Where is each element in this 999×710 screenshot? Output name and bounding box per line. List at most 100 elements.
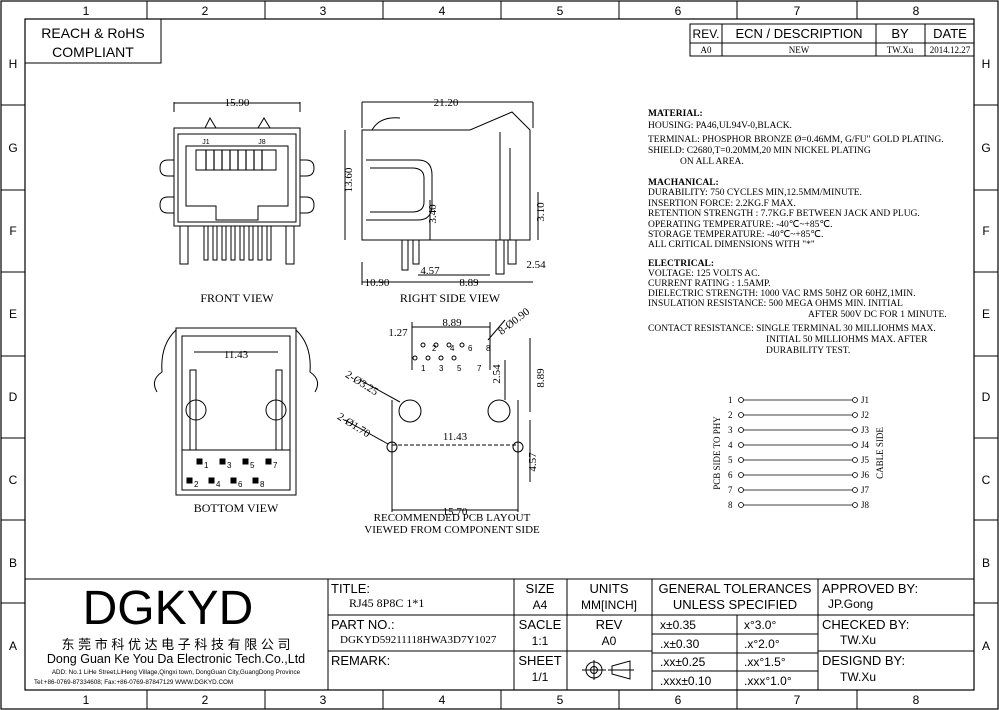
col-label: 5: [557, 693, 564, 707]
tol-linear: .xxx±0.10: [660, 674, 712, 688]
row-label: E: [9, 307, 17, 321]
pcb-offset-dim: 4.57: [527, 452, 539, 472]
front-view-label: FRONT VIEW: [200, 291, 274, 305]
pcb-label-1: RECOMMENDED PCB LAYOUT: [374, 512, 531, 524]
pcb-pitch-dim: 1.27: [388, 327, 408, 339]
units-label: UNITS: [590, 581, 629, 596]
ecn-header: ECN / DESCRIPTION: [735, 26, 862, 41]
size-label: SIZE: [526, 581, 555, 596]
pcb-height-dim: 8.89: [535, 368, 547, 388]
pcb-pin: 7: [477, 364, 482, 373]
elec-line: INSULATION RESISTANCE: 500 MEGA OHMS MIN…: [648, 299, 903, 309]
remark-label: REMARK:: [331, 653, 390, 668]
pcb-pin: 1: [421, 364, 426, 373]
company-logo: DGKYD: [83, 582, 254, 635]
bottom-pin: 5: [250, 461, 255, 470]
compliance-line1: REACH & RoHS: [41, 25, 144, 41]
front-pin-last: J8: [258, 139, 266, 146]
mech-line: OPERATING TEMPERATURE: -40℃~+85℃.: [648, 220, 832, 230]
row-label: C: [9, 473, 18, 487]
bottom-pin: 3: [227, 461, 232, 470]
bottom-view: [153, 327, 319, 496]
mech-line: STORAGE TEMPERATURE: -40℃~+85℃.: [648, 230, 823, 240]
column-ticks: [146, 1, 858, 709]
title-label: TITLE:: [331, 581, 370, 596]
bottom-pin-numbers: 1 3 5 7 2 4 6 8: [194, 461, 278, 489]
part-label: PART NO.:: [331, 617, 395, 632]
front-pin-first: J1: [202, 139, 210, 146]
pcb-pin: 3: [439, 364, 444, 373]
side-height-dim: 13.60: [343, 167, 355, 192]
tol-title-1: GENERAL TOLERANCES: [659, 581, 812, 596]
side-d3: 4.57: [420, 265, 440, 277]
row-label: C: [982, 473, 991, 487]
row-label: F: [9, 224, 16, 238]
side-d6: 2.54: [526, 259, 546, 271]
schematic: 1 2 3 4 5 6 7 8 J1 J2 J3 J4 J5 J6 J7 J8 …: [712, 395, 885, 510]
pcb-hole-dim: 8-Ø0.90: [496, 305, 532, 337]
border-labels: 1 2 3 4 5 6 7 8 1 2 3 4 5 6 7 8 H G F E …: [8, 4, 990, 707]
schematic-right-pin: J3: [861, 425, 870, 435]
tol-angular: x°3.0°: [744, 618, 776, 632]
bottom-pin: 1: [204, 461, 209, 470]
material-line: HOUSING: PA46,UL94V-0,BLACK.: [648, 121, 792, 131]
material-line: SHIELD: C2680,T=0.20MM,20 MIN NICKEL PLA…: [648, 146, 871, 156]
row-label: A: [982, 639, 990, 653]
schematic-right-pin: J6: [861, 470, 870, 480]
schematic-right-pin: J8: [861, 500, 870, 510]
by-header: BY: [891, 26, 909, 41]
pcb-pin: 4: [450, 344, 455, 353]
pcb-pin: 2: [432, 344, 437, 353]
elec-line: INITIAL 50 MILLIOHMS MAX. AFTER: [766, 335, 928, 345]
bottom-width-dim: 11.43: [224, 349, 249, 361]
schematic-right-pin: J2: [861, 410, 869, 420]
col-label: 1: [83, 4, 90, 18]
title-block: [24, 578, 975, 691]
tol-angular: .xxx°1.0°: [744, 674, 792, 688]
col-label: 8: [913, 693, 920, 707]
part-value: DGKYD59211118HWA3D7Y1027: [340, 634, 497, 646]
side-d4: 10.90: [365, 277, 390, 289]
elec-line: CURRENT RATING : 1.5AMP.: [648, 279, 771, 289]
col-label: 1: [83, 693, 90, 707]
pcb-row-dim: 2.54: [491, 364, 503, 384]
pcb-layout: [344, 319, 531, 512]
row-label: H: [982, 57, 991, 71]
rev-header: REV.: [693, 27, 720, 41]
elec-line: VOLTAGE: 125 VOLTS AC.: [648, 269, 760, 279]
row-label: D: [9, 390, 18, 404]
col-label: 3: [320, 4, 327, 18]
rev-label: REV: [596, 617, 623, 632]
company-name-en: Dong Guan Ke You Da Electronic Tech.Co.,…: [47, 652, 305, 666]
col-label: 2: [202, 693, 209, 707]
row-label: G: [8, 141, 17, 155]
date-header: DATE: [933, 26, 967, 41]
front-view: [159, 102, 315, 265]
mech-line: ALL CRITICAL DIMENSIONS WITH "*": [648, 240, 815, 250]
units-value: MM[INCH]: [581, 598, 637, 612]
by-value: TW.Xu: [887, 45, 914, 55]
rev-value: A0: [602, 634, 617, 648]
date-value: 2014.12.27: [930, 45, 971, 55]
schematic-right-pin: J7: [861, 485, 870, 495]
pcb-label-2: VIEWED FROM COMPONENT SIDE: [364, 524, 540, 536]
row-label: E: [982, 307, 990, 321]
col-label: 4: [439, 4, 446, 18]
col-label: 7: [794, 693, 801, 707]
side-d2: 3.10: [535, 202, 547, 222]
checked-label: CHECKED BY:: [822, 617, 909, 632]
schematic-left-label: PCB SIDE TO PHY: [712, 416, 722, 490]
tolerance-grid: x±0.35 x°3.0° .x±0.30 .x°2.0° .xx±0.25 .…: [660, 618, 792, 688]
pcb-width-dim: 15.70: [443, 506, 468, 518]
bottom-view-label: BOTTOM VIEW: [194, 501, 279, 515]
sheet-label: SHEET: [518, 653, 561, 668]
row-label: F: [982, 224, 989, 238]
mech-line: RETENTION STRENGTH : 7.7KG.F BETWEEN JAC…: [648, 209, 920, 219]
pcb-post-dim: 11.43: [443, 431, 468, 443]
material-title: MATERIAL:: [648, 109, 703, 119]
size-value: A4: [533, 598, 548, 612]
pcb-pin: 8: [486, 344, 491, 353]
elec-line: DIELECTRIC STRENGTH: 1000 VAC RMS 50HZ O…: [648, 289, 916, 299]
